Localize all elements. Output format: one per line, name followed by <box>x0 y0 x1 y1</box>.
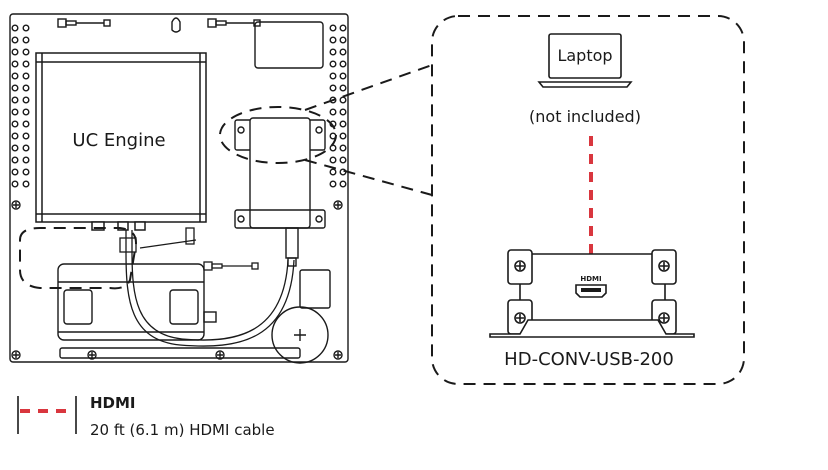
corner-screws <box>11 200 343 360</box>
mounting-holes-left <box>11 24 30 188</box>
hdmi-port-label: HDMI <box>580 275 601 283</box>
top-connector-left <box>57 18 111 28</box>
plate-converter <box>234 117 326 267</box>
legend-title: HDMI <box>90 394 136 412</box>
mounting-plate <box>9 13 349 364</box>
hdmi-port-icon <box>575 284 607 298</box>
legend-hdmi-glyph <box>17 396 77 434</box>
callout-lines <box>19 15 745 385</box>
power-supply <box>57 263 217 341</box>
legend-description: 20 ft (6.1 m) HDMI cable <box>90 421 275 439</box>
plate-cables <box>119 227 295 347</box>
top-connector-right <box>207 18 261 28</box>
uc-engine <box>35 52 207 231</box>
hd-conv-usb-200-device <box>489 249 695 338</box>
converter-label: HD-CONV-USB-200 <box>504 349 674 370</box>
not-included-note: (not included) <box>529 107 641 126</box>
mid-connector <box>203 261 259 271</box>
uc-engine-label: UC Engine <box>72 130 165 151</box>
laptop-icon <box>537 33 633 88</box>
laptop-label: Laptop <box>557 46 612 65</box>
mounting-holes-right <box>329 24 347 188</box>
